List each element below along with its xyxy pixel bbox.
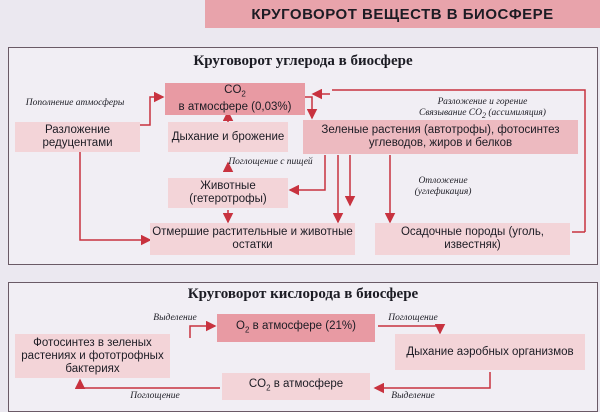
decomposition-note: Разложение и горение Связывание CO2 (асс… <box>385 97 580 121</box>
release-note-1: Выделение <box>153 313 197 323</box>
o2-subscript: 2 <box>245 325 250 335</box>
co2-binding-subscript: 2 <box>482 110 486 120</box>
aerobic-respiration-box: Дыхание аэробных организмов <box>395 334 585 370</box>
carbon-panel-title: Круговорот углерода в биосфере <box>193 53 413 69</box>
o2-atmosphere-label: в атмосфере (21%) <box>249 319 356 332</box>
release-note-2: Выделение <box>391 391 435 401</box>
decomposition-burning-label: Разложение и горение <box>437 97 528 107</box>
dead-remains-box: Отмершие растительные и животные остатки <box>150 223 355 255</box>
oxygen-panel-title: Круговорот кислорода в биосфере <box>187 286 419 302</box>
o2-atmosphere-box: O2 в атмосфере (21%) <box>217 314 375 342</box>
co2-binding-label: Связывание CO <box>419 107 482 118</box>
animals-label: Животные (гетеротрофы) <box>189 180 267 205</box>
flow-arrows <box>74 88 586 394</box>
co2-formula-oxygen: CO <box>248 378 267 391</box>
co2-formula: CO <box>224 84 242 97</box>
decomposers-label: Разложение редуцентами <box>42 124 113 149</box>
decomposers-box: Разложение редуцентами <box>15 122 140 152</box>
absorb-note-2: Поглощение <box>130 391 180 401</box>
aerobic-respiration-label: Дыхание аэробных организмов <box>406 345 574 358</box>
co2-atmosphere-label: в атмосфере (0,03%) <box>178 100 292 113</box>
replenish-note: Пополнение атмосферы <box>25 98 125 108</box>
sedimentary-rocks-box: Осадочные породы (уголь, известняк) <box>375 223 570 255</box>
co2-atmosphere-oxygen-label: в атмосфере <box>270 378 344 391</box>
assimilation-label: (ассимиляция) <box>486 107 546 118</box>
co2-atmosphere-oxygen-box: CO2 в атмосфере <box>222 373 370 400</box>
co2-atmosphere-box: CO2 в атмосфере (0,03%) <box>165 83 305 115</box>
photosynthesis-box: Фотосинтез в зеленых растениях и фототро… <box>15 334 170 378</box>
co2-subscript: 2 <box>241 89 246 99</box>
page-title: КРУГОВОРОТ ВЕЩЕСТВ В БИОСФЕРЕ <box>205 0 600 28</box>
co2-subscript-oxygen: 2 <box>266 383 271 393</box>
absorb-note-1: Поглощение <box>388 313 438 323</box>
animals-box: Животные (гетеротрофы) <box>168 178 288 208</box>
deposition-note: Отложение (углефикация) <box>414 176 472 197</box>
sedimentary-rocks-label: Осадочные породы (уголь, известняк) <box>400 226 545 251</box>
respiration-label: Дыхание и брожение <box>171 130 285 143</box>
o2-formula: O <box>236 319 245 332</box>
food-intake-note: Поглощение с пищей <box>228 157 313 167</box>
photosynthesis-label: Фотосинтез в зеленых растениях и фототро… <box>21 336 164 375</box>
dead-remains-label: Отмершие растительные и животные остатки <box>152 226 353 251</box>
green-plants-box: Зеленые растения (автотрофы), фотосинтез… <box>303 120 578 154</box>
green-plants-label: Зеленые растения (автотрофы), фотосинтез… <box>321 124 560 149</box>
respiration-box: Дыхание и брожение <box>168 122 288 152</box>
